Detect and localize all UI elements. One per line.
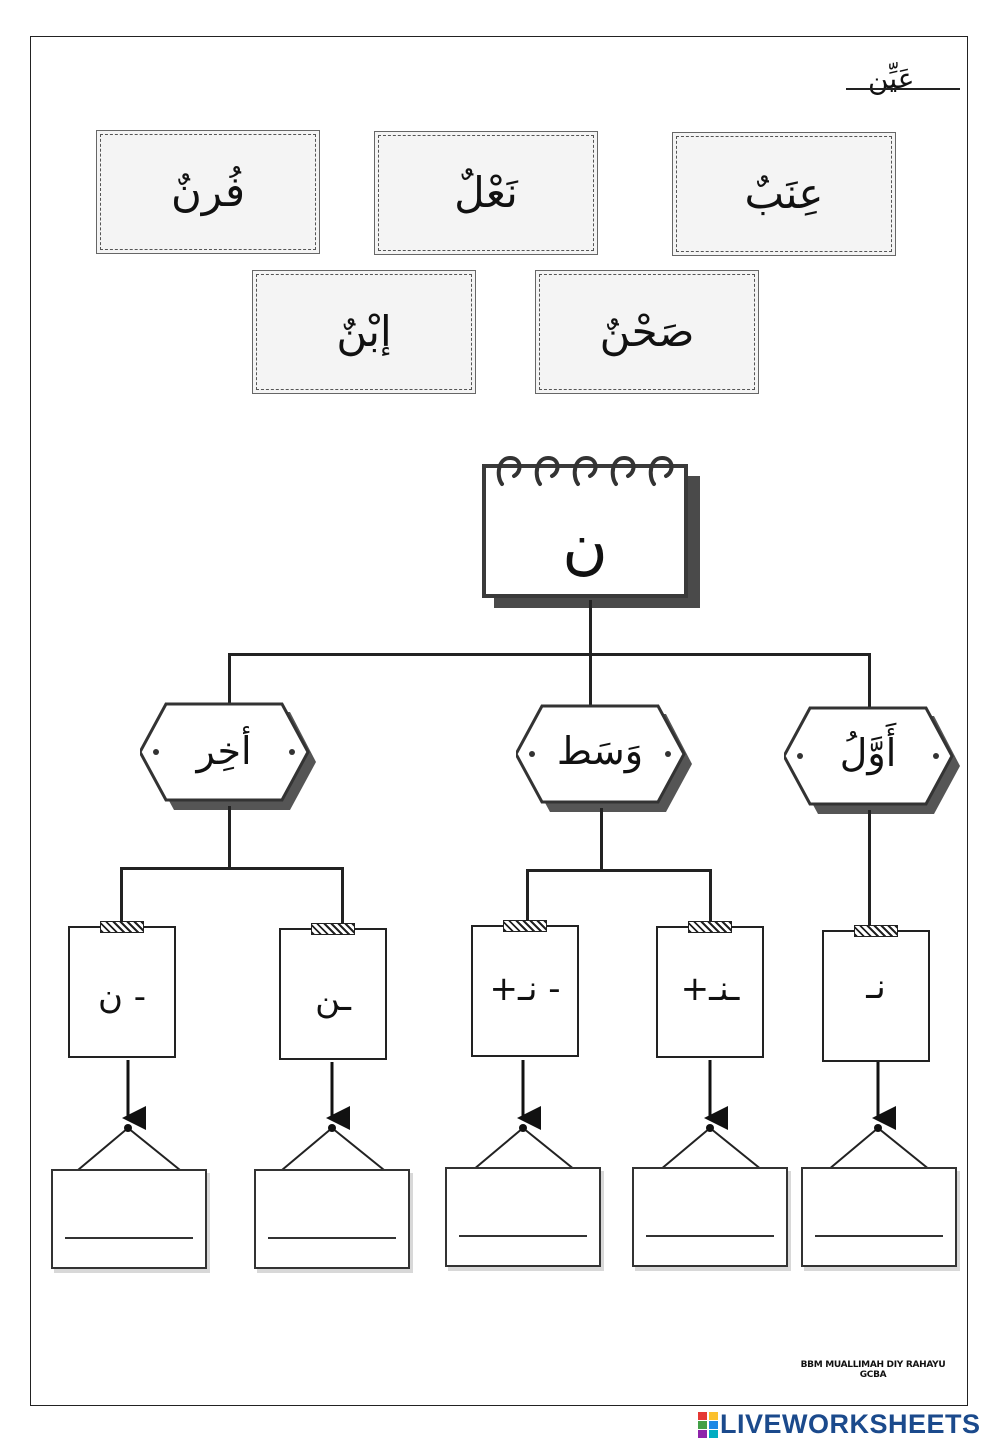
answer-box[interactable] [254, 1169, 410, 1269]
word-card[interactable]: إبْنٌ [252, 270, 476, 394]
word-card[interactable]: صَحْنٌ [535, 270, 759, 394]
clip-icon [311, 923, 355, 935]
brand-name: LIVEWORKSHEETS [720, 1409, 981, 1439]
answer-box[interactable] [51, 1169, 207, 1269]
word-card[interactable]: نَعْلٌ [374, 131, 598, 255]
form-final-connected: ـن [315, 979, 351, 1019]
connector [341, 867, 344, 925]
position-label-first: أَوَّلُ [839, 731, 897, 775]
form-medial-connected: ـنـ+ [680, 969, 740, 1009]
form-initial: نـ [866, 967, 886, 1007]
answer-line [65, 1237, 193, 1239]
connector [228, 653, 871, 656]
form-box-final-separate [68, 926, 176, 1058]
word-card-text: عِنَبٌ [744, 169, 824, 218]
word-card-text: إبْنٌ [336, 307, 392, 356]
connector [709, 869, 712, 923]
clip-icon [854, 925, 898, 937]
worksheet-frame [30, 36, 968, 1406]
answer-box[interactable] [632, 1167, 788, 1267]
clip-icon [503, 920, 547, 932]
answer-box[interactable] [801, 1167, 957, 1267]
connector [120, 867, 344, 870]
arrows-and-hooks [77, 1060, 931, 1171]
word-card[interactable]: فُرنٌ [96, 130, 320, 254]
instruction-title: عَيِّن [868, 62, 915, 95]
connector [526, 869, 529, 923]
answer-line [815, 1235, 943, 1237]
clip-icon [100, 921, 144, 933]
form-box-initial [822, 930, 930, 1062]
connector [120, 867, 123, 925]
connector [589, 600, 592, 656]
target-letter: ن [562, 509, 608, 582]
form-final-separate: - ن [97, 977, 147, 1017]
clip-icon [688, 921, 732, 933]
answer-line [268, 1237, 396, 1239]
position-label-last: أخِر [196, 729, 252, 773]
form-medial-separate: - نـ+ [489, 969, 561, 1009]
liveworksheets-logo-icon [698, 1412, 718, 1438]
word-card-text: نَعْلٌ [454, 168, 518, 217]
connector [228, 806, 231, 870]
word-card-text: فُرنٌ [170, 167, 246, 216]
form-box-final-connected [279, 928, 387, 1060]
connector [526, 869, 712, 872]
answer-line [459, 1235, 587, 1237]
form-box-medial-connected [656, 926, 764, 1058]
notebook-card [482, 464, 688, 598]
hexagon-last [140, 702, 316, 810]
author-credit: BBM MUALLIMAH DIY RAHAYU GCBA [800, 1360, 946, 1380]
connector [589, 653, 592, 709]
connector [868, 653, 871, 709]
answer-box[interactable] [445, 1167, 601, 1267]
connector [228, 653, 231, 709]
notebook-rings-icon [496, 455, 674, 486]
connector [868, 810, 871, 926]
brand-logo: LIVEWORKSHEETS [698, 1408, 998, 1440]
position-label-middle: وَسَط [556, 729, 644, 773]
hexagon-middle [516, 704, 692, 812]
hexagon-first [784, 706, 960, 814]
connector [600, 808, 603, 872]
word-card-text: صَحْنٌ [599, 307, 695, 356]
title-strike-line [846, 88, 960, 90]
answer-line [646, 1235, 774, 1237]
word-card[interactable]: عِنَبٌ [672, 132, 896, 256]
